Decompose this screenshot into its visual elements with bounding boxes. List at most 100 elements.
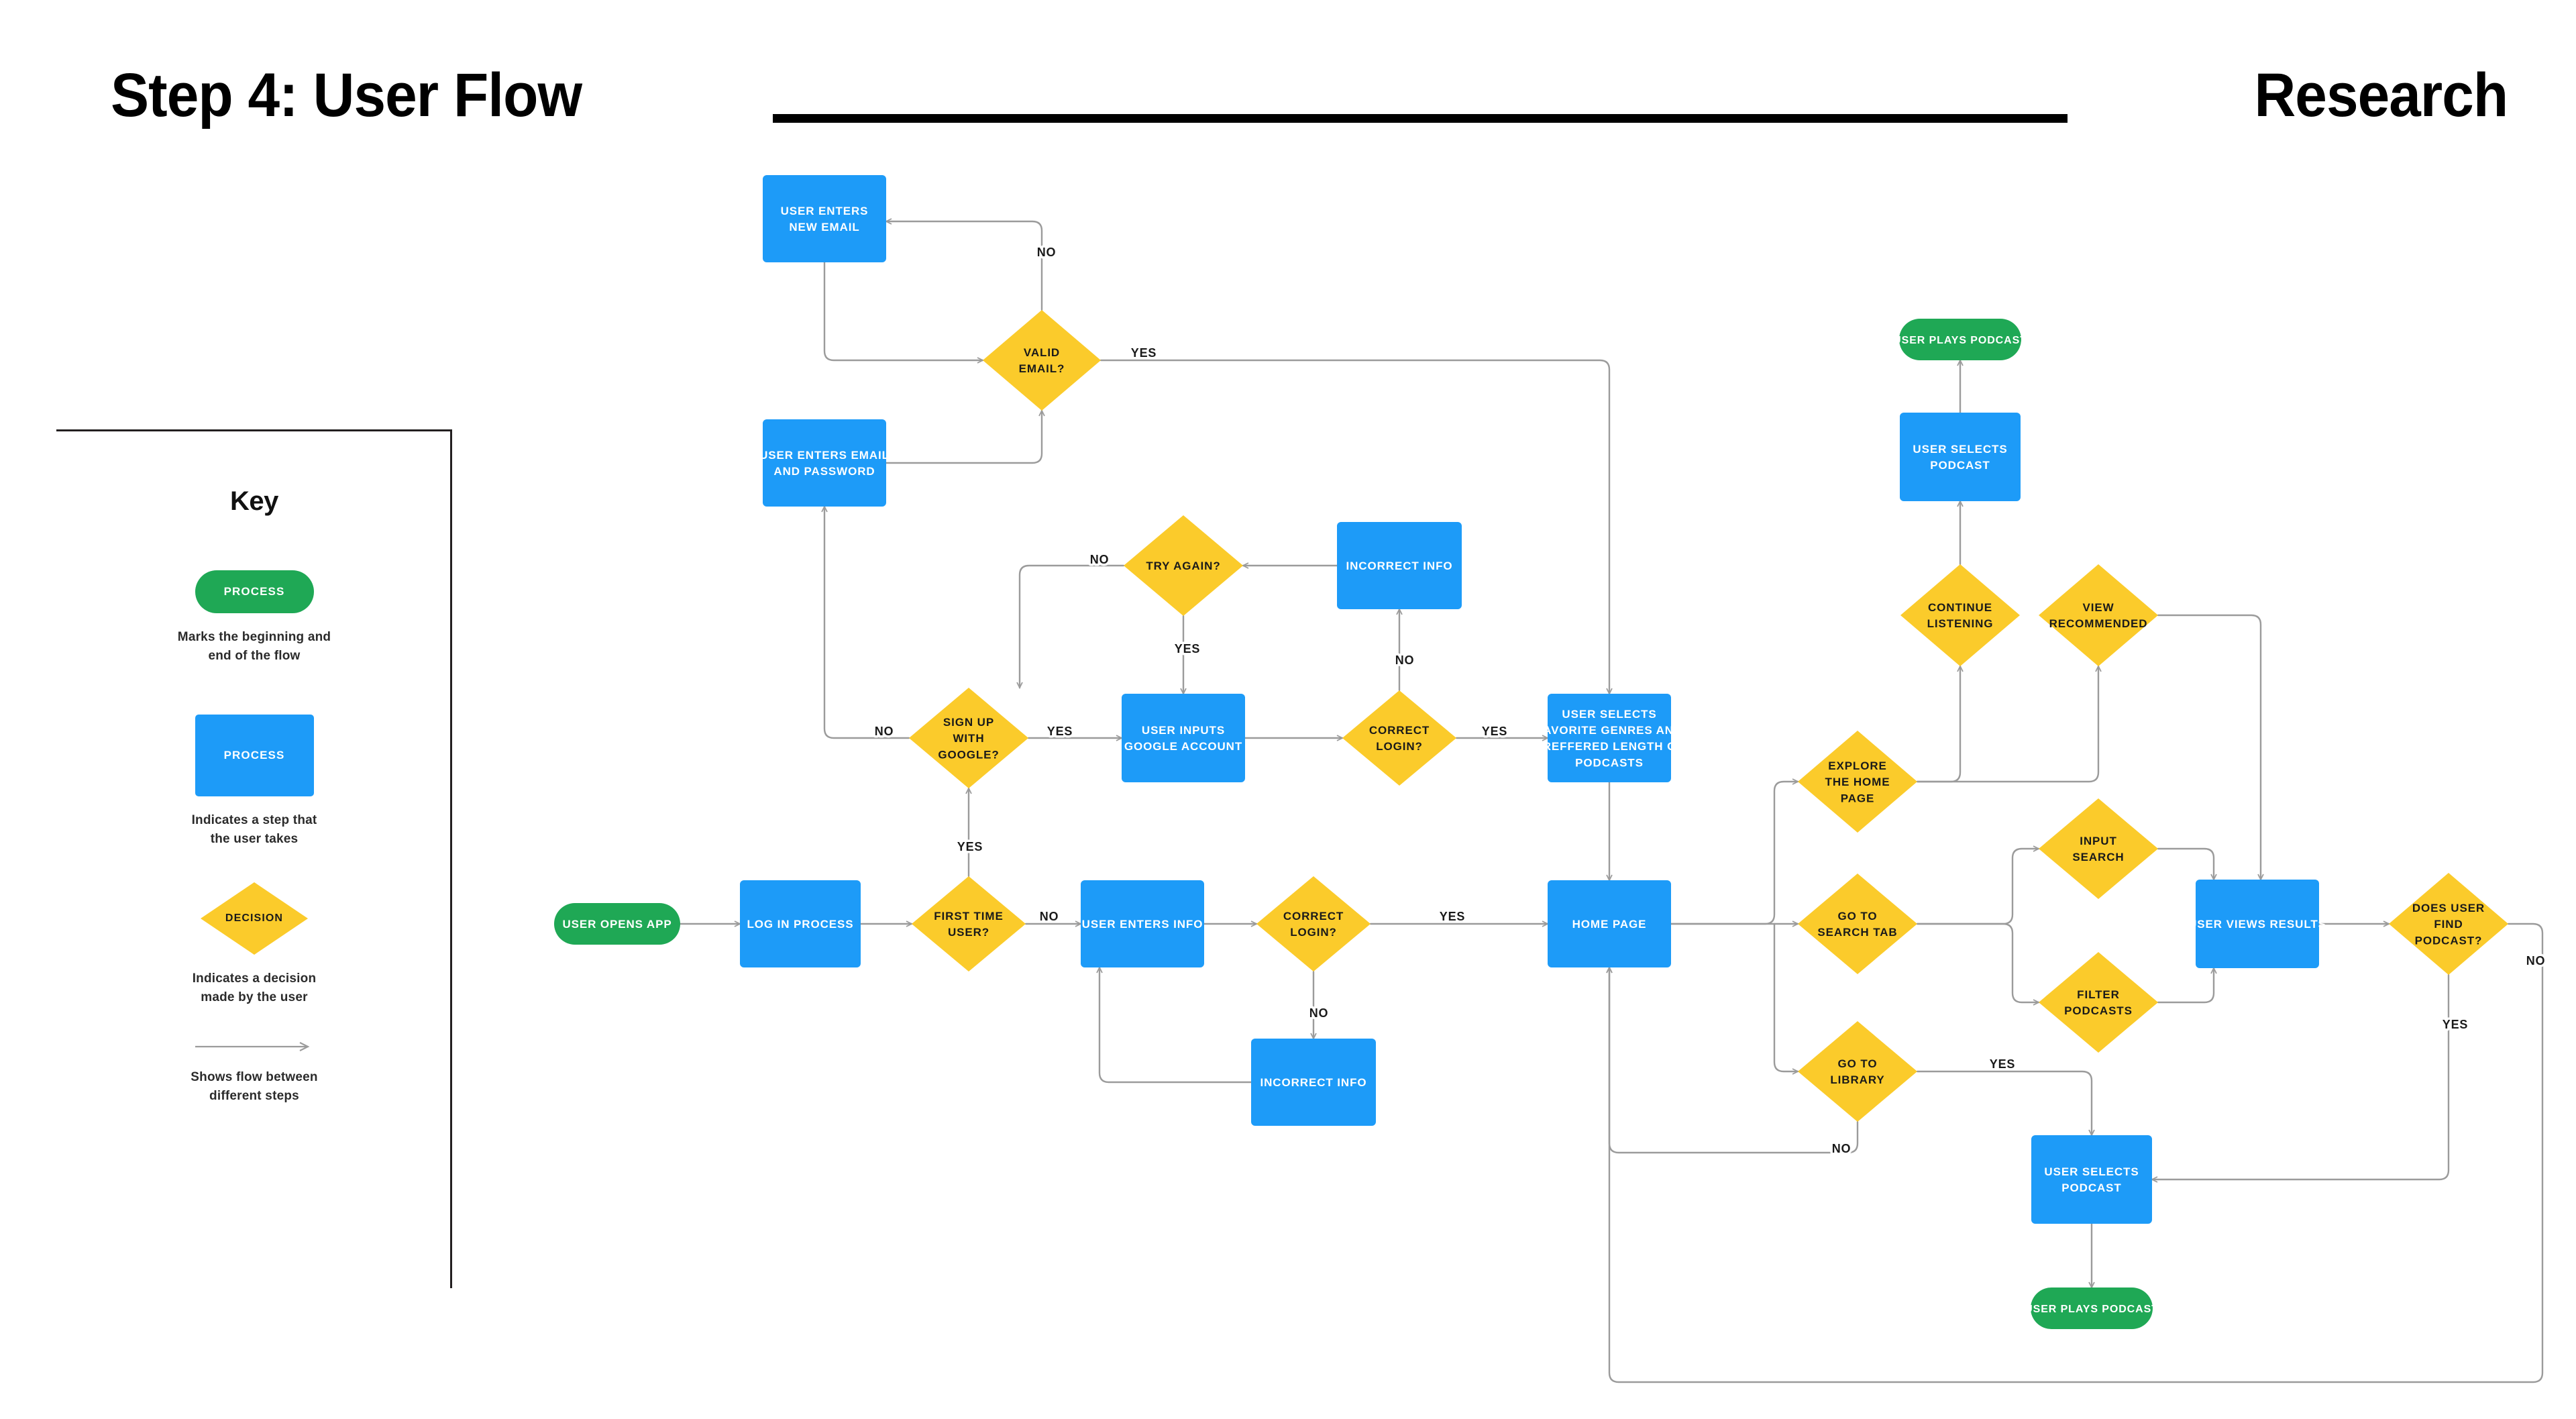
flow-node-home_page[interactable]: HOME PAGE: [1548, 880, 1671, 967]
flow-node-label: HOME PAGE: [1572, 918, 1647, 931]
connector-home-library: [1773, 923, 1800, 1075]
decision-diamond-shape: [909, 688, 1028, 788]
process-shape: [740, 880, 861, 967]
connector-label-go_to_library-user_selects_podcast_b: YES: [1990, 1057, 2015, 1071]
connector-newemail-to-valid: [823, 261, 985, 364]
decision-diamond-shape: [1798, 1021, 1917, 1122]
decision-diamond-shape: [1798, 731, 1917, 833]
flow-node-try_again[interactable]: TRY AGAIN?: [1124, 515, 1243, 616]
connector-label-sign_up_google-user_enters_email_pw: NO: [875, 725, 894, 738]
connector-explore-viewrec: [1916, 664, 2102, 783]
connector-label-halo: NO: [1395, 653, 1415, 667]
connector-filter-results: [2157, 966, 2217, 1004]
flow-node-label: INCORRECT INFO: [1346, 560, 1453, 572]
flow-node-user_opens_app[interactable]: USER OPENS APP: [554, 903, 680, 945]
connector-doesfind-yes-selectpodcast: [2150, 974, 2450, 1183]
key-title: Key: [230, 486, 278, 516]
connector-library-no-home: [1606, 965, 1859, 1154]
flow-node-user_enters_info[interactable]: USER ENTERS INFO: [1081, 880, 1204, 967]
key-caption-line: the user takes: [210, 832, 299, 846]
flow-node-label: USER PLAYS PODCAST: [2025, 1304, 2159, 1315]
connector-label-valid_email-user_selects_genres: YES: [1131, 346, 1157, 360]
process-shape: [1081, 880, 1204, 967]
key-item-terminator: PROCESS Marks the beginning and end of t…: [56, 570, 452, 666]
connector-explore-continue: [1916, 664, 1964, 783]
connector-label-first_time_user-sign_up_google: YES: [957, 840, 983, 853]
connector-label-halo: NO: [875, 725, 894, 738]
process-shape: [1122, 694, 1245, 782]
connector-label-does_user_find-user_selects_podcast_b: YES: [2443, 1018, 2468, 1031]
decision-diamond-shape: [1798, 874, 1917, 974]
connector-search-input: [1916, 845, 2041, 925]
process-shape: [1251, 1039, 1376, 1126]
connector-viewrec-results: [2157, 614, 2264, 882]
key-caption-line: made by the user: [201, 990, 308, 1004]
key-process-label: PROCESS: [223, 749, 285, 761]
flow-node-incorrect_info_bottom[interactable]: INCORRECT INFO: [1251, 1039, 1376, 1126]
key-process-shape: PROCESS: [195, 715, 314, 796]
connector-home-explore: [1670, 778, 1800, 925]
key-frame-right-border: [450, 429, 452, 1288]
flow-node-incorrect_info_mid[interactable]: INCORRECT INFO: [1337, 522, 1462, 609]
flow-node-label: USER OPENS APP: [562, 918, 672, 931]
connector-search-filter: [1916, 923, 2041, 1006]
process-shape: [1548, 694, 1671, 782]
key-caption-line: Shows flow between: [191, 1070, 318, 1084]
connector-label-halo: YES: [1175, 642, 1200, 655]
header-section-label: Research: [2254, 61, 2508, 129]
connectors-layer: [679, 218, 2544, 1383]
key-shape-row: PROCESS: [56, 570, 452, 613]
key-caption-line: Indicates a decision: [192, 971, 317, 986]
connector-input-results: [2157, 847, 2217, 882]
flow-node-label: INCORRECT INFO: [1260, 1076, 1367, 1089]
flow-node-user_views_results[interactable]: USER VIEWS RESULTS: [2188, 880, 2326, 968]
key-decision-shape: DECISION: [201, 882, 308, 955]
connector-label-correct_login_mid-incorrect_info_mid: NO: [1395, 653, 1415, 667]
connector-label-try_again-sign_up_google: NO: [1090, 553, 1110, 566]
connector-label-correct_login_bottom-home_page: YES: [1440, 910, 1465, 923]
decision-diamond-shape: [1900, 564, 2020, 666]
key-decision-label: DECISION: [225, 912, 284, 924]
key-terminator-shape: PROCESS: [195, 570, 314, 613]
connector-label-does_user_find-home_page: NO: [2526, 954, 2546, 967]
connector-label-halo: NO: [1090, 553, 1110, 566]
key-caption-line: Indicates a step that: [191, 813, 317, 827]
connector-label-halo: NO: [2526, 954, 2546, 967]
key-item-decision: DECISION Indicates a decision made by th…: [56, 882, 452, 1007]
decision-diamond-shape: [1124, 515, 1243, 616]
connector-google-no-email-pw: [821, 505, 910, 739]
flow-node-user_plays_podcast_t[interactable]: USER PLAYS PODCAST: [1893, 319, 2027, 360]
key-arrow-caption: Shows flow between different steps: [56, 1068, 452, 1106]
flow-node-log_in_process[interactable]: LOG IN PROCESS: [740, 880, 861, 967]
flow-node-user_plays_podcast_b[interactable]: USER PLAYS PODCAST: [2025, 1287, 2159, 1329]
key-terminator-caption: Marks the beginning and end of the flow: [56, 628, 452, 666]
process-shape: [2031, 1135, 2152, 1224]
key-shape-row: DECISION: [56, 882, 452, 955]
